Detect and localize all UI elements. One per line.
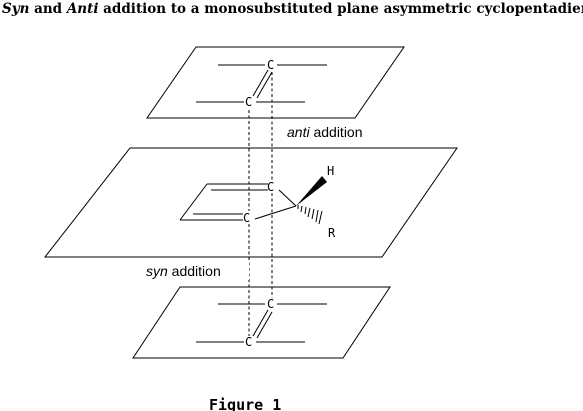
- syn-word: syn: [146, 263, 168, 279]
- top-carbon-upper: C: [267, 58, 274, 72]
- hashed-bond-r: [297, 205, 323, 225]
- bottom-double-bond-b: [256, 311, 273, 339]
- title-anti: Anti: [65, 1, 99, 17]
- top-double-bond-a: [252, 69, 269, 97]
- figure-caption: Figure 1: [209, 396, 281, 411]
- hydrogen-atom: H: [327, 164, 334, 178]
- ring-bond-upper-right: [278, 189, 297, 207]
- title-and: and: [29, 1, 66, 17]
- bottom-carbon-upper: C: [267, 297, 274, 311]
- anti-word: anti: [287, 124, 310, 140]
- top-plane: [146, 46, 405, 119]
- substituent-r: R: [328, 226, 336, 240]
- syn-addition-label: syn addition: [146, 263, 221, 279]
- title-rest: addition to a monosubstituted plane asym…: [98, 1, 583, 17]
- bottom-double-bond-a: [252, 309, 269, 337]
- syn-addition-word: addition: [168, 263, 221, 279]
- syn-label-backing: [145, 262, 249, 280]
- ring-bond-lower-right: [254, 205, 297, 220]
- top-double-bond-b: [256, 71, 273, 99]
- ring-bond-left: [179, 183, 208, 221]
- wedge-bond-h: [296, 176, 327, 206]
- top-carbon-lower: C: [245, 95, 252, 109]
- bottom-plane: [132, 286, 391, 359]
- ring-carbon-lower: C: [243, 211, 250, 225]
- title-syn: Syn: [2, 1, 29, 17]
- diagram-title: Syn and Anti addition to a monosubstitut…: [2, 1, 583, 17]
- middle-plane: [43, 147, 458, 258]
- ring-carbon-upper: C: [267, 180, 274, 194]
- anti-addition-word: addition: [310, 124, 363, 140]
- bottom-carbon-lower: C: [245, 335, 252, 349]
- anti-addition-label: anti addition: [287, 124, 363, 140]
- anti-label-backing: [286, 123, 392, 141]
